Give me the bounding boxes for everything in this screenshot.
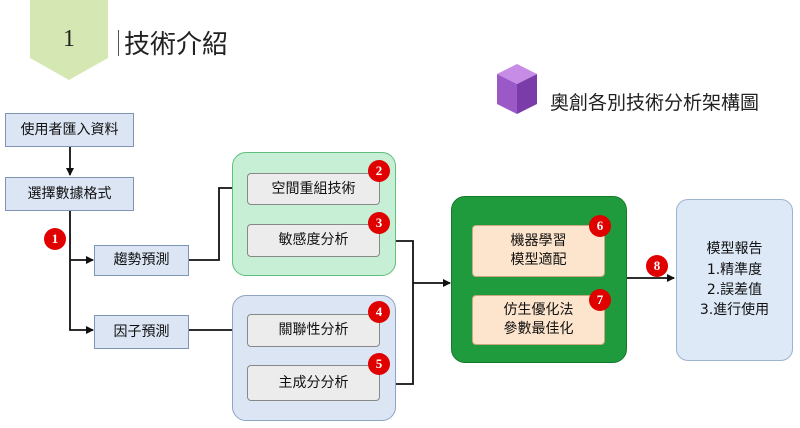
ribbon-shape: [30, 0, 108, 80]
badge-7: 7: [589, 289, 611, 311]
spatial-recombination-box: 空間重組技術: [247, 173, 380, 205]
import-data-box: 使用者匯入資料: [5, 113, 134, 147]
badge-4: 4: [368, 301, 390, 323]
cube-icon: [497, 64, 537, 114]
trend-forecast-box: 趨勢預測: [94, 245, 189, 276]
badge-6: 6: [589, 215, 611, 237]
ml-model-box: 機器學習 模型適配: [472, 225, 605, 277]
correlation-analysis-box: 關聯性分析: [247, 314, 380, 347]
select-format-box: 選擇數據格式: [5, 177, 134, 211]
bionic-optimization-box: 仿生優化法 參數最佳化: [472, 295, 605, 345]
factor-forecast-box: 因子預測: [94, 315, 189, 349]
badge-1: 1: [44, 228, 66, 250]
badge-5: 5: [368, 353, 390, 375]
badge-8: 8: [646, 255, 668, 277]
title-divider: [118, 30, 119, 56]
badge-3: 3: [368, 212, 390, 234]
header-ribbon: 1: [30, 0, 108, 80]
sensitivity-analysis-box: 敏感度分析: [247, 224, 380, 257]
badge-2: 2: [368, 160, 390, 182]
pca-box: 主成分分析: [247, 365, 380, 401]
section-number: 1: [63, 26, 75, 52]
diagram-subtitle: 奧創各別技術分析架構圖: [550, 92, 760, 114]
model-report-panel: 模型報告 1.精準度 2.誤差值 3.進行使用: [676, 199, 793, 361]
page-title: 技術介紹: [124, 30, 229, 60]
